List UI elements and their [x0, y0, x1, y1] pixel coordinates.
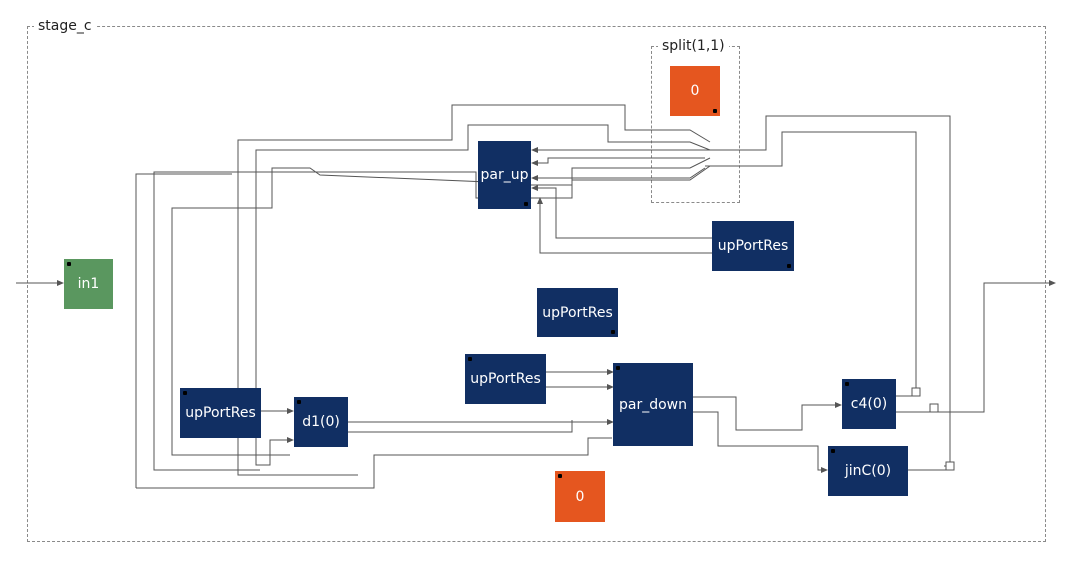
- node-split-zero-label: 0: [690, 83, 700, 99]
- c4-port-b: [929, 403, 939, 413]
- cluster-stage-c: stage_c: [27, 18, 1046, 542]
- node-upportres-left[interactable]: upPortRes: [180, 388, 261, 438]
- wire-par-down-c4: [693, 396, 836, 431]
- node-jinc-label: jinC(0): [844, 463, 892, 479]
- wire-split-2: [536, 157, 705, 164]
- node-port-dot: [713, 109, 717, 113]
- node-upportres-right-label: upPortRes: [717, 238, 789, 254]
- node-c4[interactable]: c4(0): [842, 379, 896, 429]
- node-port-dot: [67, 262, 71, 266]
- c4-port-a: [911, 387, 921, 397]
- node-par-down[interactable]: par_down: [613, 363, 693, 446]
- wire-par-down-jinc: [693, 411, 822, 471]
- node-port-dot: [787, 264, 791, 268]
- wire-split-out-b: [705, 131, 917, 388]
- node-port-dot: [183, 391, 187, 395]
- wire-loop-1: [237, 104, 711, 476]
- cluster-stage-c-label: stage_c: [34, 18, 96, 34]
- cluster-split-label: split(1,1): [658, 38, 729, 54]
- wire-loop-2: [255, 124, 711, 466]
- wire-loop-3: [171, 157, 711, 456]
- node-par-up-label: par_up: [480, 167, 529, 183]
- node-port-dot: [297, 400, 301, 404]
- node-upportres-right[interactable]: upPortRes: [712, 221, 794, 271]
- wire-d1-out-b: [348, 420, 573, 433]
- node-in1[interactable]: in1: [64, 259, 113, 309]
- node-port-dot: [845, 382, 849, 386]
- node-port-dot: [611, 330, 615, 334]
- node-upportres-mid-low-label: upPortRes: [470, 371, 541, 387]
- node-split-zero[interactable]: 0: [670, 66, 720, 116]
- wire-loop-4: [153, 165, 711, 471]
- wire-upportres-right-b: [539, 202, 712, 254]
- node-c4-label: c4(0): [850, 396, 888, 412]
- node-bottom-zero-label: 0: [575, 488, 585, 505]
- wire-split-3: [536, 167, 706, 179]
- node-bottom-zero[interactable]: 0: [555, 471, 605, 522]
- node-port-dot: [616, 366, 620, 370]
- node-upportres-middle[interactable]: upPortRes: [537, 288, 618, 337]
- node-port-dot: [558, 474, 562, 478]
- wire-back-edge: [136, 437, 612, 489]
- node-in1-label: in1: [77, 276, 100, 292]
- node-port-dot: [831, 449, 835, 453]
- wire-output: [896, 282, 1050, 413]
- node-par-down-label: par_down: [619, 396, 687, 413]
- wire-back-edge-b: [135, 173, 232, 488]
- node-upportres-mid-low[interactable]: upPortRes: [465, 354, 546, 404]
- node-upportres-left-label: upPortRes: [185, 405, 256, 421]
- node-port-dot: [468, 357, 472, 361]
- node-par-up[interactable]: par_up: [478, 141, 531, 209]
- wire-upportres-right-a: [536, 187, 712, 239]
- node-port-dot: [524, 202, 528, 206]
- cluster-split: split(1,1): [651, 38, 740, 203]
- node-d1-label: d1(0): [302, 414, 340, 430]
- node-upportres-middle-label: upPortRes: [542, 304, 613, 321]
- node-jinc[interactable]: jinC(0): [828, 446, 908, 496]
- jinc-port: [945, 461, 955, 471]
- wire-split-out-a: [705, 115, 951, 467]
- node-d1[interactable]: d1(0): [294, 397, 348, 447]
